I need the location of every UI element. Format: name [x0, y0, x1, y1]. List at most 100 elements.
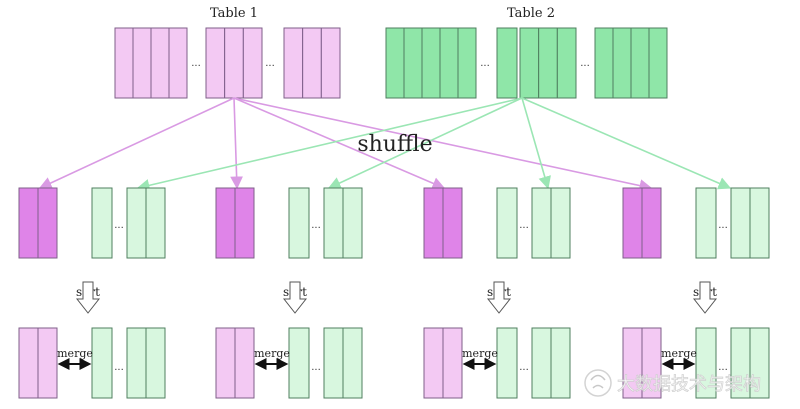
column-cell: [457, 27, 477, 99]
column-cell: [550, 187, 571, 259]
ellipsis-label: ...: [519, 362, 529, 373]
column-cell: [283, 27, 304, 99]
shuffle-arrows: [38, 97, 732, 192]
table2-block: [519, 27, 577, 99]
source-tables: ............: [114, 27, 668, 99]
green-partition-block: [531, 187, 571, 259]
column-cell: [749, 327, 770, 399]
column-cell: [18, 187, 39, 259]
sort-arrow-icon: [692, 281, 718, 314]
column-cell: [145, 327, 166, 399]
sorted-group: ...merge: [215, 327, 363, 399]
pink-shuffle-arrow: [230, 97, 244, 190]
ellipsis-label: ...: [311, 362, 321, 373]
column-cell: [234, 187, 255, 259]
column-cell: [442, 187, 463, 259]
ellipsis-label: ...: [114, 362, 124, 373]
column-cell: [37, 187, 58, 259]
sorted-pink-block: [423, 327, 463, 399]
column-cell: [145, 187, 166, 259]
column-cell: [622, 187, 643, 259]
column-cell: [215, 327, 236, 399]
column-cell: [641, 187, 662, 259]
merge-label: merge: [462, 347, 498, 360]
ellipsis-label: ...: [718, 220, 728, 231]
column-cell: [648, 27, 668, 99]
column-cell: [323, 187, 344, 259]
column-cell: [538, 27, 558, 99]
column-cell: [126, 327, 147, 399]
column-cell: [641, 327, 662, 399]
partition-group: ...: [18, 187, 166, 259]
column-cell: [37, 327, 58, 399]
pink-shuffle-arrow: [233, 97, 653, 192]
column-cell: [215, 187, 236, 259]
table2-block: [594, 27, 668, 99]
green-shuffle-arrow: [136, 97, 523, 192]
column-cell: [439, 27, 459, 99]
column-cell: [531, 187, 552, 259]
column-cell: [126, 187, 147, 259]
table2: ......: [385, 27, 668, 99]
table1-block: [205, 27, 263, 99]
column-cell: [242, 27, 263, 99]
partition-group: ...: [622, 187, 770, 259]
sorted-green-block: [730, 327, 770, 399]
column-cell: [630, 27, 650, 99]
sort-step: sort: [75, 281, 100, 314]
sort-steps: sortsortsortsort: [75, 281, 718, 314]
ellipsis-label: ...: [191, 58, 201, 69]
sorted-group: ...merge: [622, 327, 770, 399]
column-cell: [91, 187, 113, 259]
column-cell: [695, 327, 717, 399]
green-shuffle-arrow: [327, 97, 523, 189]
pink-shuffle-arrow: [233, 97, 446, 190]
column-cell: [168, 27, 188, 99]
table1-block: [283, 27, 341, 99]
merge-label: merge: [661, 347, 697, 360]
sorted-group: ... merge: [18, 327, 166, 399]
column-cell: [423, 187, 444, 259]
column-cell: [132, 27, 152, 99]
sort-arrow-icon: [486, 281, 512, 314]
partition-group: ...: [215, 187, 363, 259]
pink-partition-block: [622, 187, 662, 259]
sorted-pink-block: [622, 327, 662, 399]
column-cell: [288, 187, 310, 259]
column-cell: [342, 187, 363, 259]
column-cell: [323, 327, 344, 399]
column-cell: [114, 27, 134, 99]
column-cell: [288, 327, 310, 399]
column-cell: [550, 327, 571, 399]
green-partition-block: [91, 187, 113, 259]
shuffle-label: shuffle: [357, 132, 432, 157]
green-shuffle-arrow: [521, 97, 551, 190]
ellipsis-label: ...: [265, 58, 275, 69]
ellipsis-label: ...: [580, 58, 590, 69]
sorted-pink-block: [215, 327, 255, 399]
green-partition-block: [288, 187, 310, 259]
sorted-green-block: [496, 327, 518, 399]
pink-shuffle-arrow: [38, 97, 235, 189]
green-partition-block: [496, 187, 518, 259]
shuffled-partitions: ............: [18, 187, 770, 259]
pink-partition-block: [423, 187, 463, 259]
ellipsis-label: ...: [519, 220, 529, 231]
column-cell: [695, 187, 717, 259]
column-cell: [496, 27, 518, 99]
table1-title: Table 1: [210, 6, 258, 21]
green-partition-block: [323, 187, 363, 259]
column-cell: [421, 27, 441, 99]
column-cell: [385, 27, 405, 99]
ellipsis-label: ...: [114, 220, 124, 231]
ellipsis-label: ...: [311, 220, 321, 231]
wechat-logo-icon: [584, 369, 612, 397]
table2-title: Table 2: [507, 6, 555, 21]
merge-label: merge: [57, 347, 93, 360]
green-partition-block: [126, 187, 166, 259]
sorted-green-block: [323, 327, 363, 399]
watermark-text: 大数据技术与架构: [617, 374, 761, 395]
sorted-pink-block: [18, 327, 58, 399]
sorted-green-block: [695, 327, 717, 399]
